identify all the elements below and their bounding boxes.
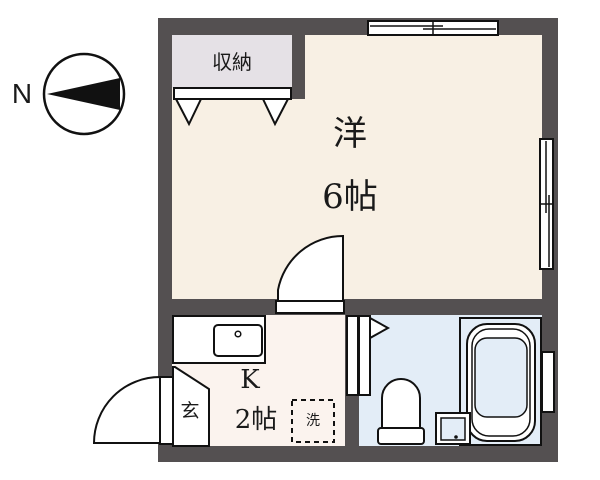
kitchen-size-label: 2帖 xyxy=(234,405,278,435)
western-room-size-label: 6帖 xyxy=(322,177,378,217)
toilet xyxy=(377,378,425,445)
kitchen-type-label: K xyxy=(240,365,260,395)
right-window xyxy=(539,138,554,270)
entrance-door[interactable] xyxy=(92,375,174,445)
entrance-label: 玄 xyxy=(180,400,200,422)
north-arrow-icon xyxy=(42,52,126,136)
bathtub xyxy=(466,323,536,442)
bathroom-window xyxy=(541,351,555,413)
storage-closet xyxy=(172,35,292,88)
kitchen-sink xyxy=(213,324,263,357)
washer-label: 洗 xyxy=(306,413,320,429)
wash-basin xyxy=(435,412,471,445)
western-room-type-label: 洋 xyxy=(333,114,367,154)
storage-door[interactable] xyxy=(173,87,292,100)
storage-label: 収納 xyxy=(212,50,252,74)
western-room-door[interactable] xyxy=(275,234,345,314)
top-window xyxy=(367,20,499,36)
washer-space xyxy=(291,399,335,443)
storage-door-swing-left xyxy=(174,98,203,127)
storage-door-swing-right xyxy=(261,98,290,127)
compass-north-label: N xyxy=(11,78,33,109)
